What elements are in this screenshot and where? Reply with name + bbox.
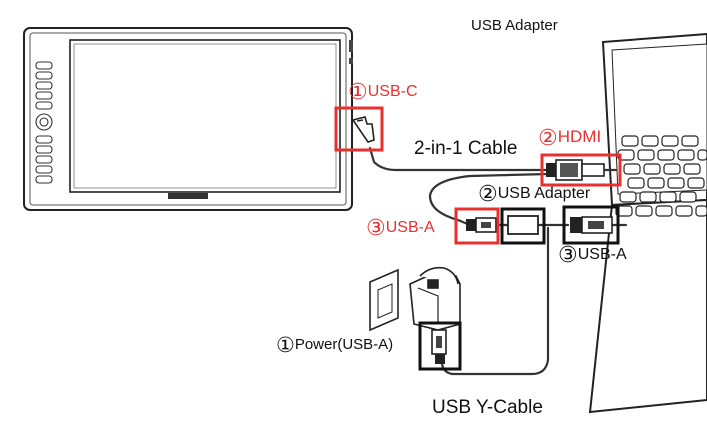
usb-a-right-text: USB-A	[577, 246, 627, 263]
usb-c-number: ①	[348, 80, 368, 105]
usb-adapter-label: ②USB Adapter	[478, 184, 590, 206]
hdmi-highlight	[540, 153, 622, 187]
power-usb-a-plug	[431, 329, 447, 364]
power-number: ①	[276, 333, 295, 357]
usb-c-label: ①USB-C	[348, 82, 418, 104]
power-adapter	[409, 266, 461, 331]
usb-a-right-plug	[570, 216, 613, 234]
highlight-boxes	[334, 106, 622, 371]
usb-a-right-number: ③	[558, 243, 578, 268]
power-highlight	[418, 321, 462, 371]
usb-a-right-highlight	[562, 205, 620, 245]
usb-adapter-text: USB Adapter	[497, 185, 591, 202]
wall-socket	[369, 268, 399, 332]
power-label: ①Power(USB-A)	[276, 335, 393, 356]
usb-c-plug	[351, 116, 375, 143]
hdmi-text: HDMI	[557, 127, 602, 146]
two-in-one-cable-text: 2-in-1 Cable	[414, 138, 518, 159]
power-text: Power(USB-A)	[294, 336, 394, 353]
usb-y-cable-label: USB Y-Cable	[432, 398, 543, 417]
usb-a-left-number: ③	[366, 216, 386, 241]
usb-adapter-body	[507, 215, 539, 235]
usb-y-cable-text: USB Y-Cable	[432, 397, 543, 418]
laptop	[588, 32, 707, 414]
usb-adapter-highlight	[500, 207, 546, 245]
pen-display-tablet	[23, 27, 353, 211]
usb-adapter-title-text: USB Adapter	[471, 17, 558, 34]
usb-a-left-text: USB-A	[385, 219, 435, 236]
express-keys	[35, 61, 53, 184]
usb-adapter-number: ②	[478, 182, 498, 207]
hdmi-number: ②	[538, 126, 558, 151]
usb-a-right-label: ③USB-A	[558, 245, 627, 267]
usb-a-left-label: ③USB-A	[366, 218, 435, 240]
usb-a-left-plug	[466, 217, 497, 233]
hdmi-label: ②HDMI	[538, 128, 601, 150]
usb-adapter-title: USB Adapter	[471, 18, 558, 33]
usb-a-left-highlight	[454, 207, 500, 245]
usb-c-highlight	[334, 106, 384, 152]
brand-logo	[168, 193, 208, 199]
keyboard	[615, 135, 707, 217]
two-in-one-cable-label: 2-in-1 Cable	[414, 139, 518, 158]
hdmi-plug	[546, 159, 605, 181]
usb-c-text: USB-C	[367, 83, 418, 100]
